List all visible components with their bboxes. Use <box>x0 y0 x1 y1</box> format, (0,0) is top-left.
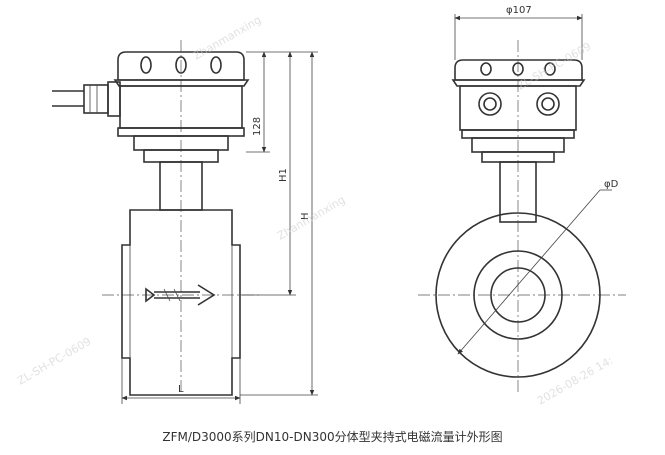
side-view: 128 H1 H L <box>52 40 318 404</box>
dim-128-label: 128 <box>252 117 263 136</box>
cable <box>52 81 121 117</box>
sensor-middle-circle <box>473 250 563 340</box>
dim-d-label: φD <box>604 179 619 190</box>
sensor-bore-circle <box>490 267 546 323</box>
figure-caption: ZFM/D3000系列DN10-DN300分体型夹持式电磁流量计外形图 <box>162 430 503 444</box>
watermark: Zhanmanxing ZL-SH-PC-0609 Zhanmanxing ZL… <box>15 13 615 407</box>
watermark-text-3: Zhanmanxing <box>275 193 347 242</box>
dim-h1-label: H1 <box>278 168 289 182</box>
converter-head <box>113 51 250 163</box>
flow-direction-arrow <box>145 284 216 306</box>
dim-d-leader <box>457 189 601 355</box>
neck-front <box>499 161 537 223</box>
watermark-text-5: 2026-08-26 14: <box>535 354 615 408</box>
dim-h-label: H <box>300 212 311 220</box>
sensor-outer-circle <box>435 212 601 378</box>
dim-107-label: φ107 <box>506 5 532 16</box>
dim-l-label: L <box>178 384 184 395</box>
front-view: φ107 φD <box>418 5 626 395</box>
converter-head-front <box>451 59 586 163</box>
watermark-text-4: ZL-SH-PC-0609 <box>15 335 93 388</box>
watermark-text-1: Zhanmanxing <box>191 13 263 62</box>
